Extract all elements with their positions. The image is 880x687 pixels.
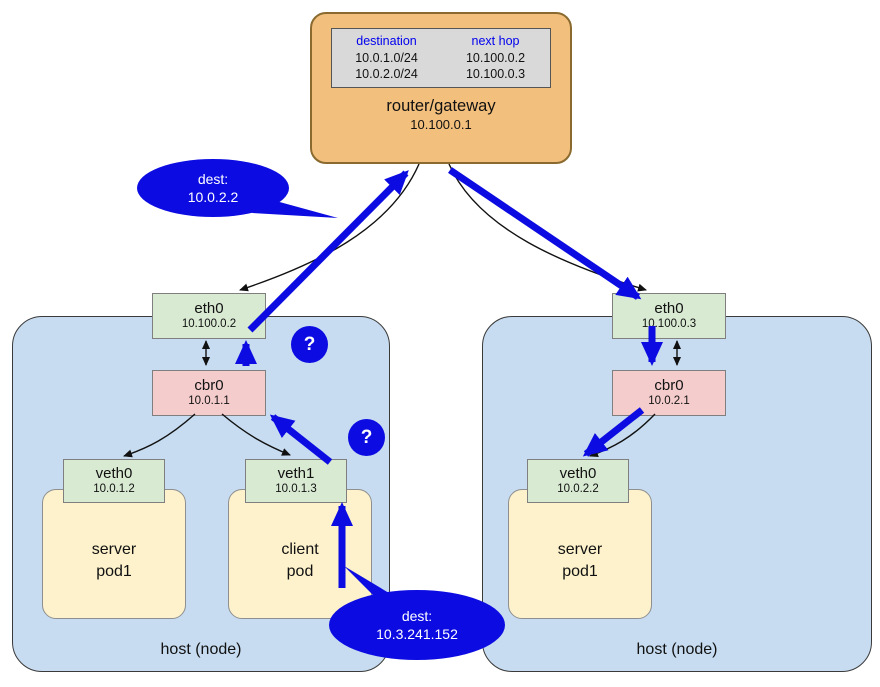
right-cbr0: cbr0 10.0.2.1 — [612, 370, 726, 416]
left-veth1-ip: 10.0.1.3 — [275, 483, 317, 496]
right-cbr0-name: cbr0 — [654, 377, 684, 395]
routing-table-cell: 10.0.1.0/24 — [355, 51, 418, 65]
left-eth0-name: eth0 — [194, 300, 224, 318]
left-veth0-name: veth0 — [95, 465, 133, 483]
dest-bubble-bottom-line1: dest: — [401, 607, 433, 624]
pod-label-line2: pod1 — [96, 563, 132, 580]
routing-table-header-nexthop: next hop — [471, 34, 520, 48]
pod-label-line1: server — [557, 541, 603, 559]
right-veth0-name: veth0 — [559, 465, 597, 483]
client-pod-label: client pod — [281, 539, 318, 582]
right-cbr0-ip: 10.0.2.1 — [648, 395, 690, 408]
left-host-label: host (node) — [160, 641, 242, 658]
question-icon-eth0: ? — [291, 326, 328, 363]
routing-table-cell: 10.100.0.2 — [465, 51, 526, 65]
right-eth0: eth0 10.100.0.3 — [612, 293, 726, 339]
question-icon-veth1: ? — [348, 419, 385, 456]
routing-table-cell: 10.100.0.3 — [465, 67, 526, 81]
right-veth0: veth0 10.0.2.2 — [527, 459, 629, 503]
routing-table-cell: 10.0.2.0/24 — [355, 67, 418, 81]
flow-arrow-router-to-right-eth0 — [448, 167, 642, 300]
pod-label-line1: server — [91, 541, 137, 559]
dest-bubble-bottom-line2: 10.3.241.152 — [376, 626, 458, 642]
left-server-pod: server pod1 — [42, 489, 186, 619]
pod-label-line2: pod — [286, 563, 314, 580]
left-cbr0: cbr0 10.0.1.1 — [152, 370, 266, 416]
link-router-right-eth0 — [448, 163, 647, 292]
router-gateway: destination next hop 10.0.1.0/24 10.100.… — [310, 12, 572, 164]
left-veth0: veth0 10.0.1.2 — [63, 459, 165, 503]
left-veth1: veth1 10.0.1.3 — [245, 459, 347, 503]
dest-bubble-top-line1: dest: — [197, 170, 229, 187]
left-cbr0-name: cbr0 — [194, 377, 224, 395]
routing-table-header-destination: destination — [356, 34, 417, 48]
dest-bubble-top: dest: 10.0.2.2 — [137, 168, 289, 208]
left-cbr0-ip: 10.0.1.1 — [188, 395, 230, 408]
left-eth0-ip: 10.100.0.2 — [181, 318, 237, 331]
right-server-pod: server pod1 — [508, 489, 652, 619]
dest-bubble-bottom: dest: 10.3.241.152 — [329, 604, 505, 646]
right-server-pod-label: server pod1 — [558, 539, 602, 582]
right-host-label: host (node) — [636, 641, 718, 658]
right-eth0-name: eth0 — [654, 300, 684, 318]
router-ip: 10.100.0.1 — [410, 117, 472, 132]
right-eth0-ip: 10.100.0.3 — [641, 318, 697, 331]
left-veth0-ip: 10.0.1.2 — [93, 483, 135, 496]
router-title: router/gateway — [386, 97, 496, 115]
client-pod: client pod — [228, 489, 372, 619]
left-server-pod-label: server pod1 — [92, 539, 136, 582]
routing-table: destination next hop 10.0.1.0/24 10.100.… — [331, 28, 551, 88]
right-veth0-ip: 10.0.2.2 — [557, 483, 599, 496]
pod-label-line1: client — [281, 541, 319, 559]
pod-label-line2: pod1 — [562, 563, 598, 580]
left-veth1-name: veth1 — [277, 465, 315, 483]
dest-bubble-top-line2: 10.0.2.2 — [187, 189, 239, 205]
left-eth0: eth0 10.100.0.2 — [152, 293, 266, 339]
